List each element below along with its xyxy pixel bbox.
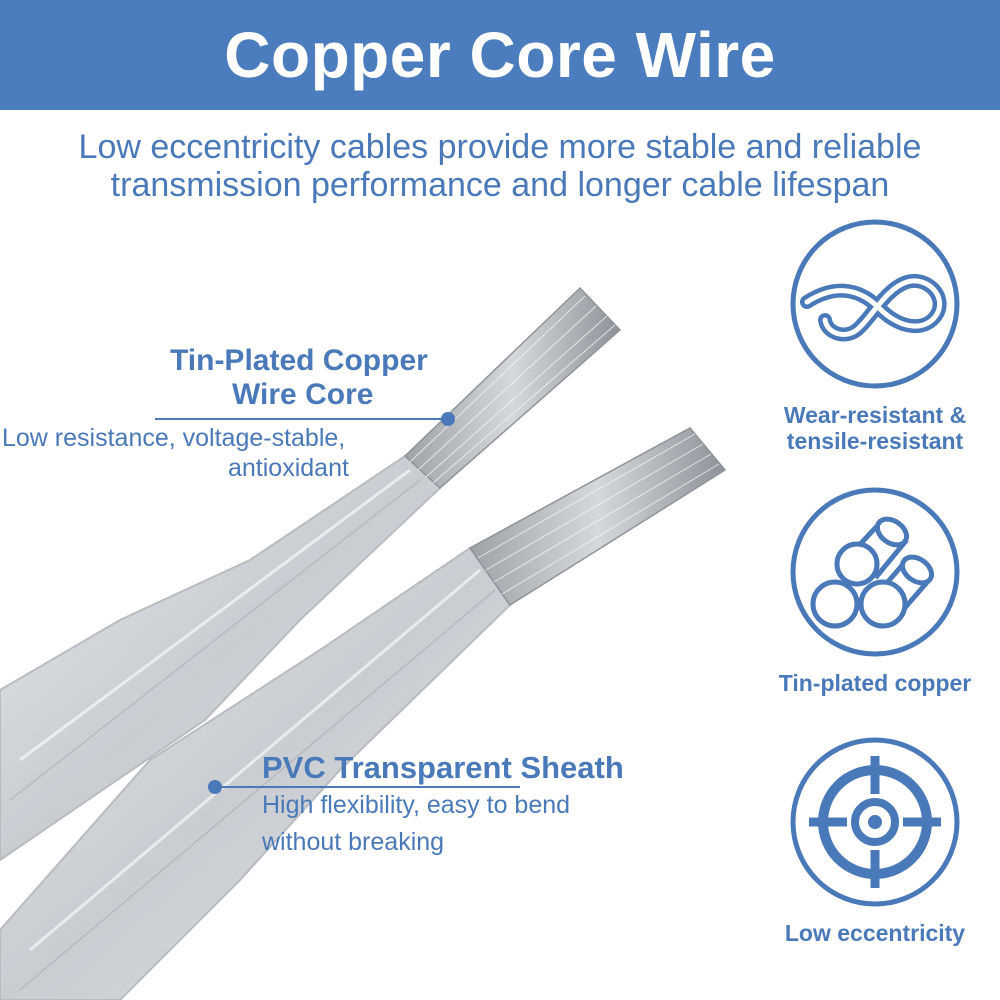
feature-label-3: Low eccentricity bbox=[784, 920, 966, 946]
subtitle-line-1: Low eccentricity cables provide more sta… bbox=[78, 128, 922, 166]
knot-icon bbox=[790, 219, 960, 389]
core-leader-line bbox=[155, 412, 455, 426]
sheath-desc-line-1: High flexibility, easy to bend bbox=[262, 791, 571, 819]
sheath-title: PVC Transparent Sheath bbox=[262, 750, 624, 785]
core-title-line-2: Wire Core bbox=[232, 378, 374, 411]
feature-label-1: Wear-resistant & tensile-resistant bbox=[784, 402, 966, 454]
feature-label-2: Tin-plated copper bbox=[778, 670, 972, 696]
subtitle: Low eccentricity cables provide more sta… bbox=[0, 128, 1000, 204]
feature-label-1-line-2: tensile-resistant bbox=[786, 428, 964, 454]
upper-cable bbox=[0, 286, 622, 862]
feature-tin-plated-copper: Tin-plated copper bbox=[760, 484, 990, 696]
core-desc-line-2: antioxidant bbox=[228, 454, 349, 482]
feature-wear-resistant: Wear-resistant & tensile-resistant bbox=[760, 216, 990, 454]
feature-label-1-line-1: Wear-resistant & bbox=[783, 402, 967, 428]
lower-cable bbox=[0, 427, 727, 1000]
copper-strands-icon bbox=[790, 487, 960, 657]
header-banner: Copper Core Wire bbox=[0, 0, 1000, 110]
feature-low-eccentricity: Low eccentricity bbox=[760, 734, 990, 946]
core-title-line-1: Tin-Plated Copper bbox=[170, 344, 428, 377]
page-title: Copper Core Wire bbox=[224, 19, 776, 91]
target-crosshair-icon bbox=[790, 737, 960, 907]
core-desc-line-1: Low resistance, voltage-stable, bbox=[2, 424, 346, 452]
sheath-leader-line bbox=[208, 780, 520, 794]
sheath-desc-line-2: without breaking bbox=[262, 828, 445, 856]
sheath-callout: PVC Transparent Sheath High flexibility,… bbox=[262, 752, 702, 858]
subtitle-line-2: transmission performance and longer cabl… bbox=[110, 166, 890, 204]
